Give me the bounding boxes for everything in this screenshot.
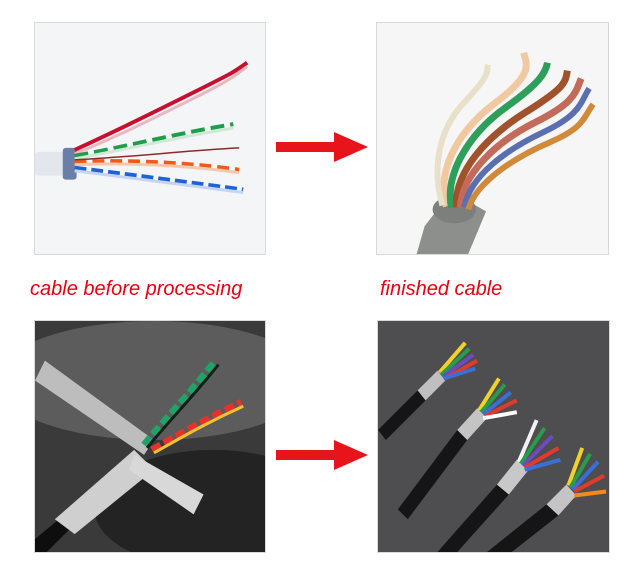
finished-cable-photo-bottom	[377, 320, 610, 553]
cable-before-processing-photo-bottom	[34, 320, 266, 553]
cable-before-processing-photo-top	[34, 22, 266, 255]
finished-cable-photo-top	[376, 22, 609, 255]
caption-finished-cable: finished cable	[380, 278, 503, 300]
process-arrow-icon-top	[276, 132, 368, 162]
process-arrow-icon-bottom	[276, 440, 368, 470]
caption-cable-before-processing: cable before processing	[30, 278, 243, 300]
